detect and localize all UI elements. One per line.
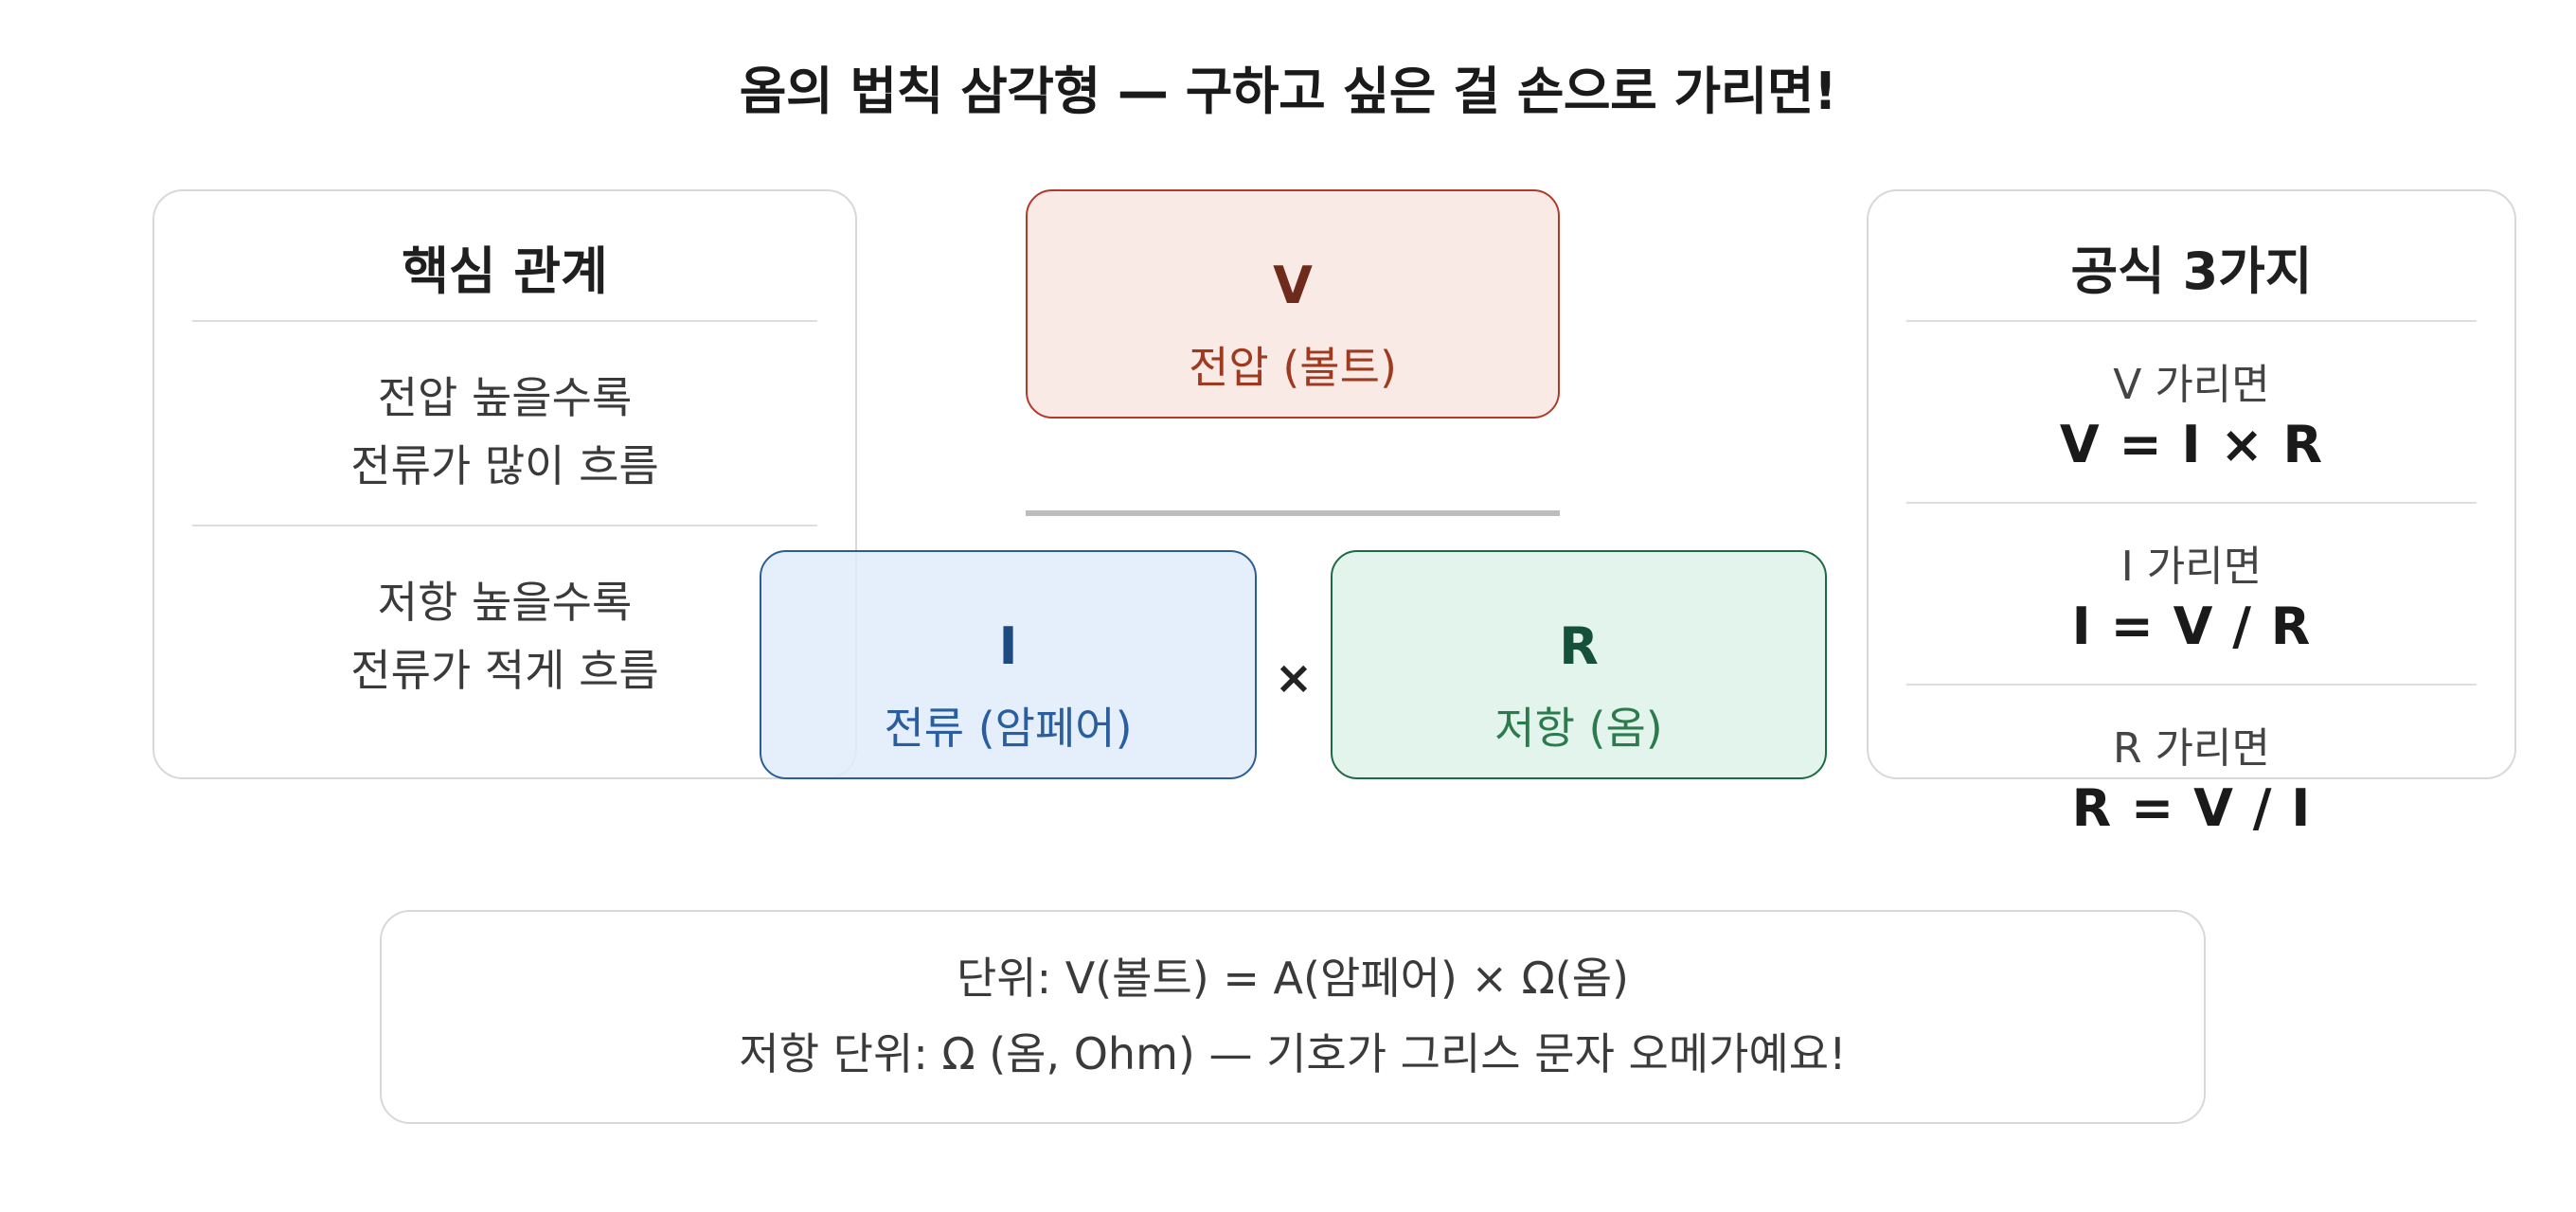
page-title: 옴의 법칙 삼각형 — 구하고 싶은 걸 손으로 가리면! xyxy=(739,62,1837,121)
resistance-symbol: R xyxy=(1559,616,1599,676)
divider xyxy=(1906,684,2477,686)
divider xyxy=(1906,320,2477,322)
divider xyxy=(1906,502,2477,504)
relationship-item: 저항 높을수록 전류가 적게 흐름 xyxy=(154,568,855,704)
formulas-panel: 공식 3가지 V 가리면 V = I × R I 가리면 I = V / R R… xyxy=(1867,189,2516,838)
divider xyxy=(192,320,817,322)
resistance-label: 저항 (옴) xyxy=(1494,703,1663,754)
key-relationship-heading: 핵심 관계 xyxy=(402,241,608,301)
divider xyxy=(192,525,817,526)
current-box: I 전류 (암페어) xyxy=(760,550,1257,779)
voltage-box: V 전압 (볼트) xyxy=(1026,189,1560,419)
formula: R = V / I xyxy=(2071,778,2312,838)
resistance-box: R 저항 (옴) xyxy=(1331,550,1827,779)
current-label: 전류 (암페어) xyxy=(884,703,1133,754)
relationship-item: 전압 높을수록 전류가 많이 흐름 xyxy=(154,364,855,500)
current-symbol: I xyxy=(998,616,1018,676)
formula-label: R 가리면 xyxy=(2113,724,2270,773)
multiply-sign: × xyxy=(1274,651,1314,704)
formulas-heading: 공식 3가지 xyxy=(2070,241,2313,301)
relationship-line: 전류가 많이 흐름 xyxy=(350,440,659,491)
formula-label: V 가리면 xyxy=(2113,361,2270,409)
formula-label: I 가리면 xyxy=(2120,543,2263,591)
omega-note: 저항 단위: Ω (옴, Ohm) — 기호가 그리스 문자 오메가예요! xyxy=(739,1028,1847,1079)
voltage-label: 전압 (볼트) xyxy=(1189,342,1397,393)
key-relationship-panel: 핵심 관계 전압 높을수록 전류가 많이 흐름 저항 높을수록 전류가 적게 흐… xyxy=(152,189,857,779)
units-box: 단위: V(볼트) = A(암페어) × Ω(옴) 저항 단위: Ω (옴, O… xyxy=(380,910,2206,1124)
relationship-line: 전류가 적게 흐름 xyxy=(350,645,659,696)
formula: V = I × R xyxy=(2059,415,2324,474)
units-line: 단위: V(볼트) = A(암페어) × Ω(옴) xyxy=(956,953,1630,1004)
voltage-symbol: V xyxy=(1273,256,1313,315)
formula: I = V / R xyxy=(2071,597,2312,656)
fraction-line xyxy=(1026,510,1560,516)
relationship-line: 저항 높을수록 xyxy=(377,577,633,628)
relationship-line: 전압 높을수록 xyxy=(377,372,633,423)
